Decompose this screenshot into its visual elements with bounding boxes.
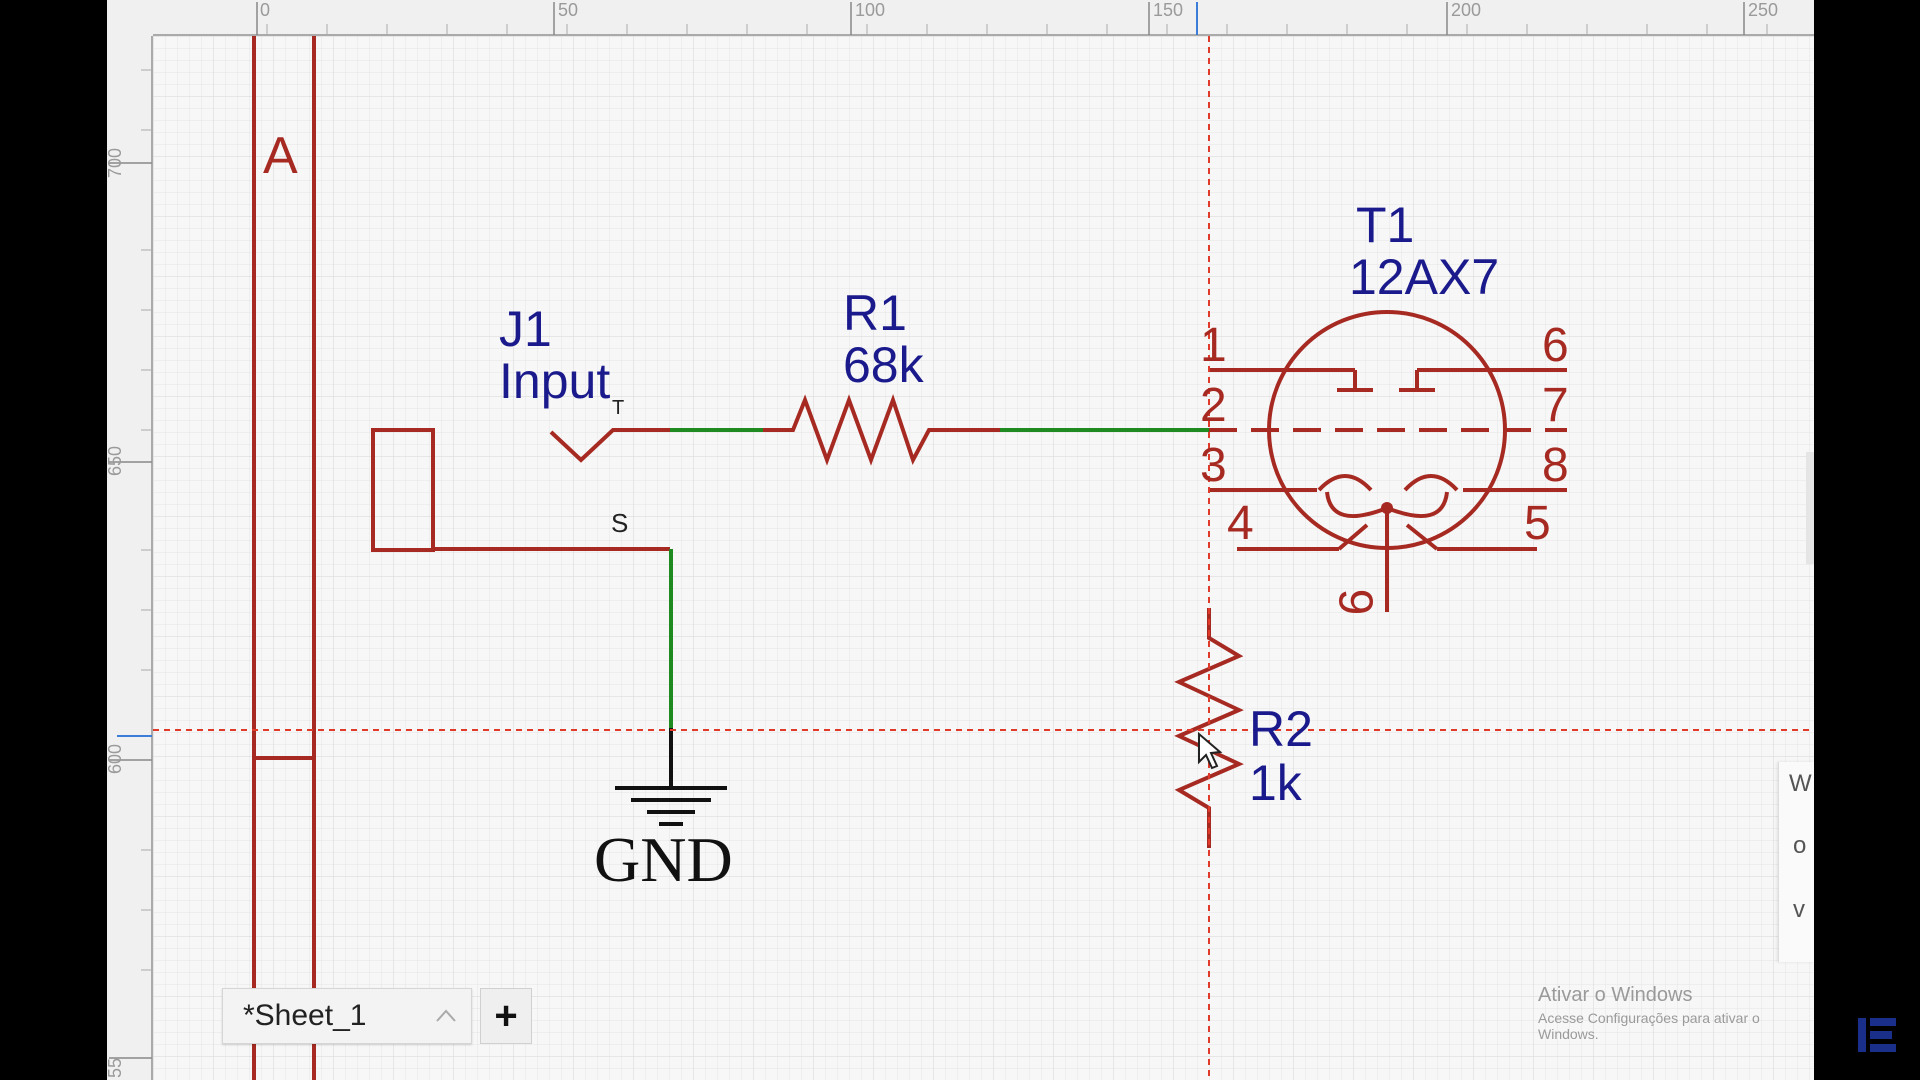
t1-ref-label: T1 <box>1356 197 1415 253</box>
j1-jack-symbol <box>371 428 670 552</box>
windows-activation-title: Ativar o Windows <box>1538 984 1693 1006</box>
ruler-top-label: 250 <box>1748 0 1779 20</box>
wires <box>669 428 1209 728</box>
sheet-tab[interactable]: *Sheet_1 <box>222 988 472 1044</box>
t1-pin-3-label: 3 <box>1200 439 1227 492</box>
j1-pin-t-label: T <box>612 397 625 419</box>
ruler-left-label: 650 <box>107 445 125 476</box>
t1-value-label: 12AX7 <box>1349 249 1500 305</box>
r1-ref-label: R1 <box>843 285 907 341</box>
bus-a <box>252 36 316 1080</box>
right-side-panel[interactable]: W o v <box>1778 762 1814 962</box>
t1-tube-symbol <box>1209 310 1567 612</box>
j1-value-label: Input <box>499 353 611 409</box>
r2-value-label: 1k <box>1249 755 1302 811</box>
j1-pin-s-label: S <box>611 508 629 538</box>
ruler-top-label: 50 <box>558 0 579 20</box>
r2-ref-label: R2 <box>1249 701 1313 757</box>
ruler-left-label: 700 <box>107 147 125 178</box>
ruler-top-label: 100 <box>855 0 886 20</box>
brand-logo-icon <box>1858 1018 1896 1052</box>
ruler-left-label: 600 <box>107 743 125 774</box>
crosshair <box>153 36 1814 1080</box>
r1-resistor-symbol <box>763 393 1000 466</box>
ruler-top: 0 50 100 150 200 250 <box>107 0 1814 36</box>
right-panel-letter: o <box>1793 832 1807 859</box>
t1-pin-2-label: 2 <box>1200 379 1227 432</box>
ruler-left: 700 650 600 55 <box>107 0 153 1080</box>
right-panel-toggle[interactable] <box>1806 452 1814 564</box>
right-panel-letter: v <box>1793 896 1805 923</box>
bus-label: A <box>263 127 298 185</box>
t1-pin-5-label: 5 <box>1524 497 1551 550</box>
schematic-canvas[interactable]: 0 50 100 150 200 250 700 650 600 <box>107 0 1814 1080</box>
right-panel-letter: W <box>1789 770 1812 797</box>
left-black-border <box>0 0 107 1080</box>
gnd-label: GND <box>594 824 733 895</box>
r1-value-label: 68k <box>843 337 924 393</box>
sheet-tab-label: *Sheet_1 <box>243 999 367 1032</box>
t1-pin-9-label: 9 <box>1328 588 1382 616</box>
ruler-top-label: 200 <box>1451 0 1482 20</box>
windows-activation-subtitle: Acesse Configurações para ativar o Windo… <box>1538 1010 1760 1042</box>
add-sheet-button[interactable]: + <box>480 988 532 1044</box>
gnd-symbol <box>615 728 727 826</box>
ruler-top-label: 0 <box>260 0 271 20</box>
chevron-up-icon[interactable] <box>431 1001 461 1031</box>
t1-pin-1-label: 1 <box>1200 319 1227 372</box>
schematic-drawing <box>153 36 1814 1080</box>
t1-pin-4-label: 4 <box>1227 497 1254 550</box>
ruler-top-label: 150 <box>1153 0 1184 20</box>
t1-pin-6-label: 6 <box>1542 319 1569 372</box>
right-black-border <box>1814 0 1920 1080</box>
j1-ref-label: J1 <box>499 301 552 357</box>
ruler-left-label: 55 <box>107 1057 125 1078</box>
t1-pin-7-label: 7 <box>1542 379 1569 432</box>
mouse-cursor-icon <box>1198 731 1223 770</box>
t1-pin-8-label: 8 <box>1542 439 1569 492</box>
